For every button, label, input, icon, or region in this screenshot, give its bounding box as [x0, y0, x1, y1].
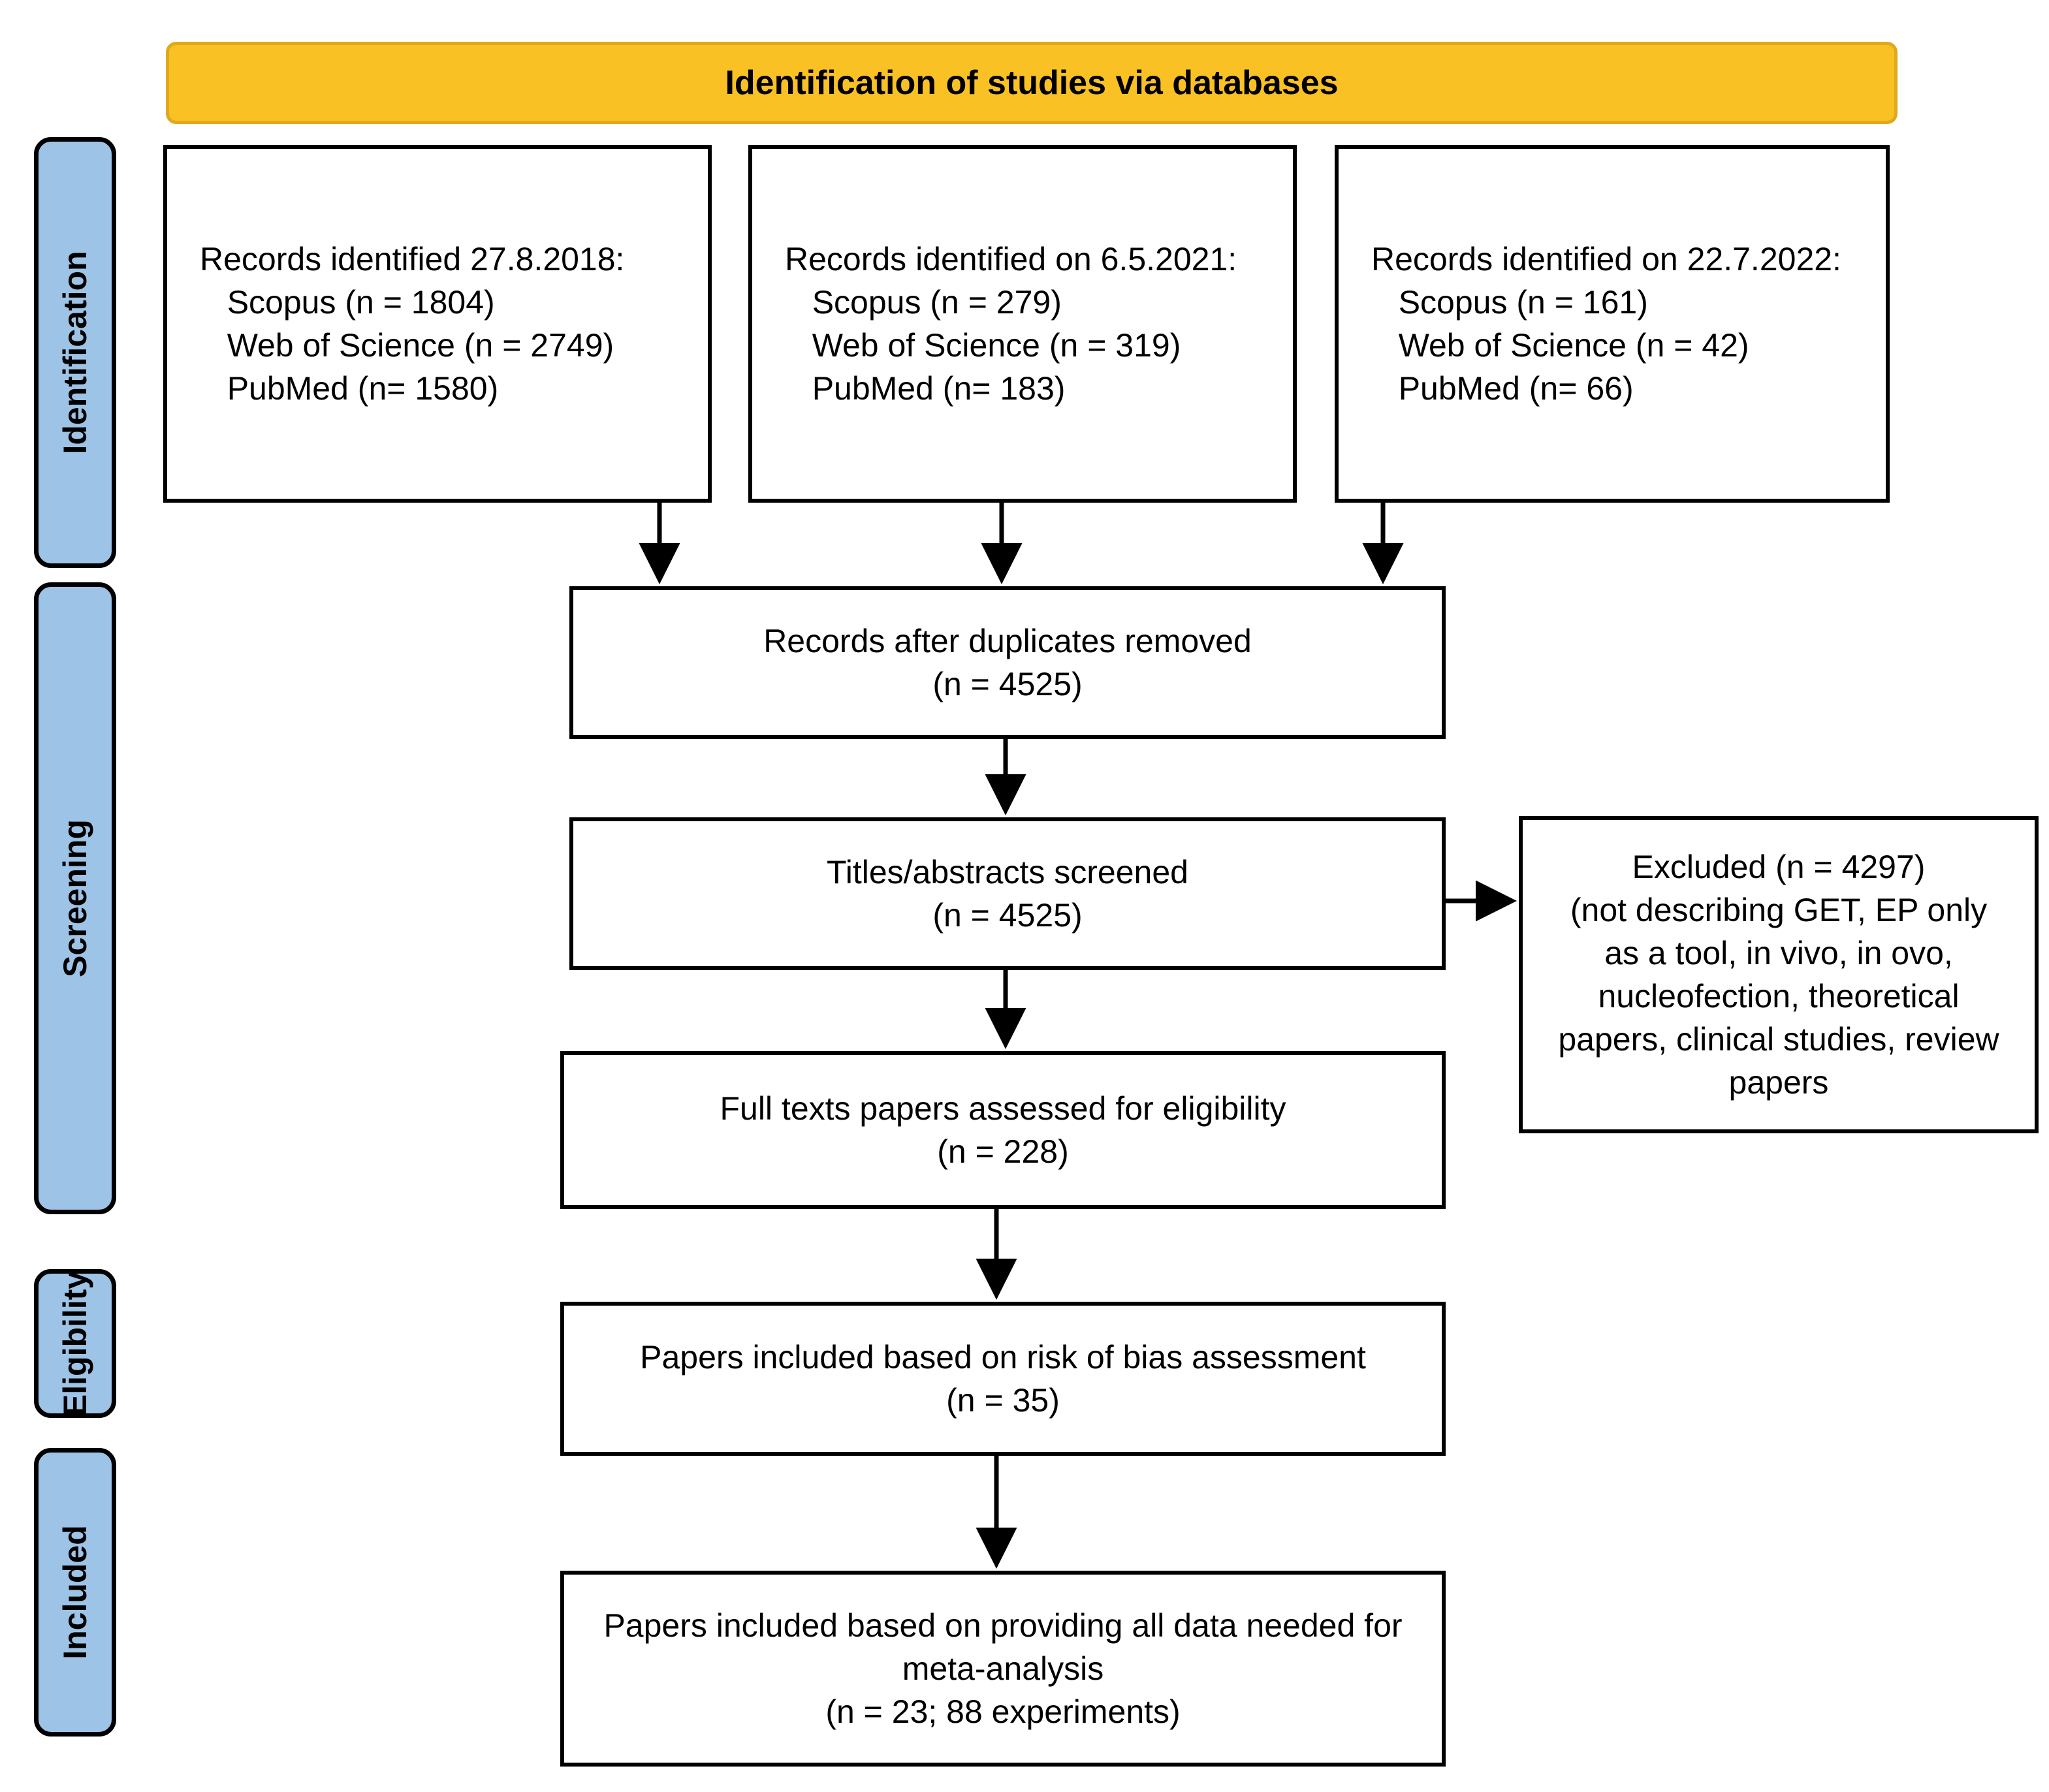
box-included-meta-analysis: Papers included based on providing all d…: [560, 1571, 1446, 1767]
box-duplicates-removed-text: Records after duplicates removed (n = 45…: [763, 623, 1252, 702]
box-excluded-text: Excluded (n = 4297) (not describing GET,…: [1558, 849, 1999, 1101]
stage-label-identification: Identification: [57, 251, 93, 454]
stage-bar-screening: Screening: [34, 582, 116, 1214]
box-excluded: Excluded (n = 4297) (not describing GET,…: [1519, 816, 2039, 1133]
box-duplicates-removed: Records after duplicates removed (n = 45…: [569, 586, 1446, 739]
box-included-risk-of-bias: Papers included based on risk of bias as…: [560, 1302, 1446, 1456]
box-records-identified-2018: Records identified 27.8.2018: Scopus (n …: [163, 145, 712, 503]
box-full-texts-assessed-text: Full texts papers assessed for eligibili…: [720, 1090, 1286, 1170]
box-included-risk-of-bias-text: Papers included based on risk of bias as…: [640, 1339, 1366, 1419]
stage-bar-included: Included: [34, 1448, 116, 1737]
stage-label-screening: Screening: [57, 819, 93, 977]
box-titles-abstracts-screened: Titles/abstracts screened (n = 4525): [569, 817, 1446, 970]
stage-label-included: Included: [57, 1525, 93, 1659]
box-titles-abstracts-screened-text: Titles/abstracts screened (n = 4525): [827, 854, 1188, 934]
box-records-identified-2018-text: Records identified 27.8.2018: Scopus (n …: [200, 241, 625, 407]
box-records-identified-2022-text: Records identified on 22.7.2022: Scopus …: [1371, 241, 1841, 407]
box-records-identified-2022: Records identified on 22.7.2022: Scopus …: [1335, 145, 1890, 503]
box-included-meta-analysis-text: Papers included based on providing all d…: [603, 1607, 1403, 1730]
box-records-identified-2021-text: Records identified on 6.5.2021: Scopus (…: [785, 241, 1237, 407]
stage-bar-identification: Identification: [34, 137, 116, 568]
stage-bar-eligibility: Eligibility: [34, 1269, 116, 1418]
box-records-identified-2021: Records identified on 6.5.2021: Scopus (…: [748, 145, 1297, 503]
stage-label-eligibility: Eligibility: [57, 1270, 93, 1417]
box-full-texts-assessed: Full texts papers assessed for eligibili…: [560, 1051, 1446, 1209]
identification-banner: Identification of studies via databases: [166, 42, 1898, 124]
banner-title: Identification of studies via databases: [725, 64, 1339, 102]
